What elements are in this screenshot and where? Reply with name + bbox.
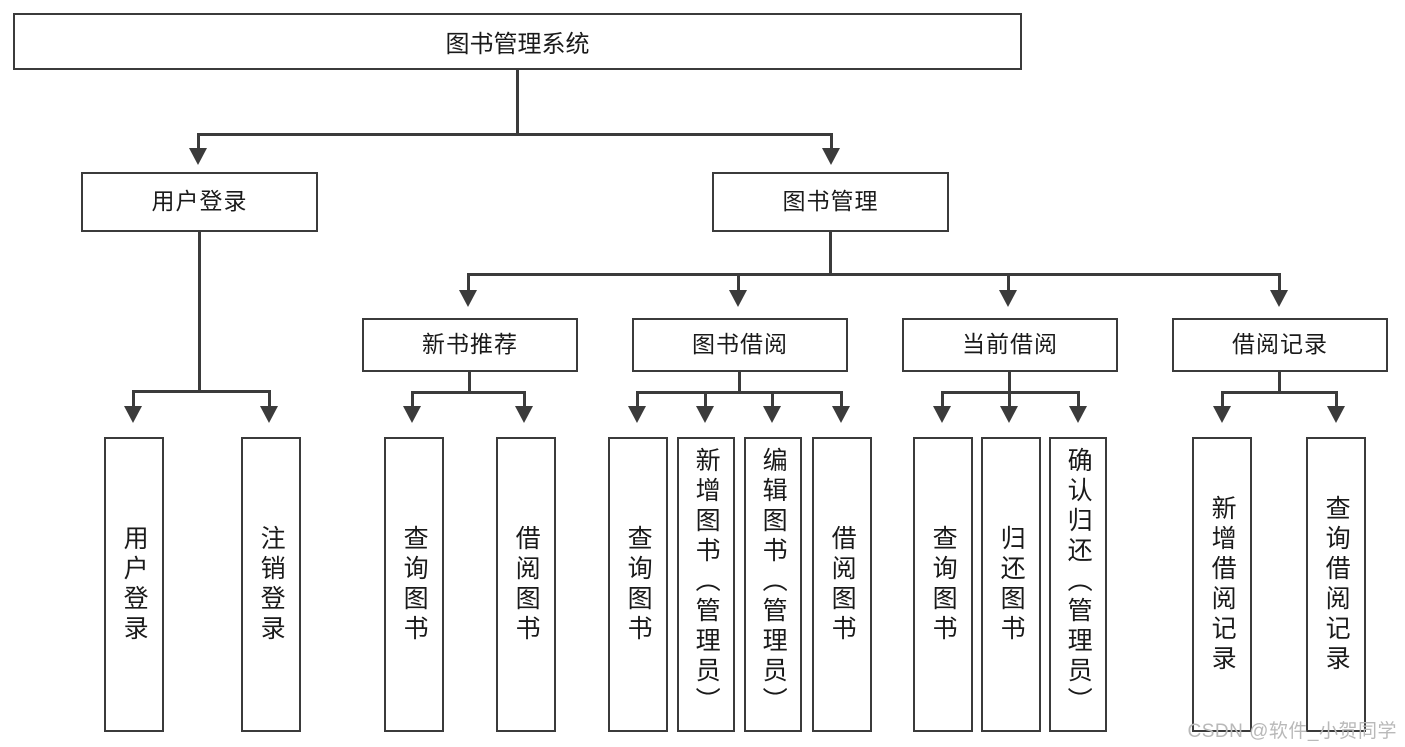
leaf-borrow-book-recommend[interactable]: 借阅图书: [496, 437, 556, 732]
leaf-borrow-book-recommend-label: 借阅图书: [512, 524, 541, 645]
arrow-bookmgmt-to-l2d: [1270, 290, 1288, 307]
leaf-logout-label: 注销登录: [257, 524, 286, 645]
connector-current-to-leaf3: [1077, 391, 1080, 408]
node-borrow-record[interactable]: 借阅记录: [1172, 318, 1388, 372]
node-current-borrow-label: 当前借阅: [962, 331, 1058, 358]
leaf-user-login[interactable]: 用户登录: [104, 437, 164, 732]
connector-login-stem: [198, 232, 201, 393]
leaf-edit-book-admin-label: 编辑图书（管理员）: [759, 447, 788, 717]
connector-borrow-to-leaf2: [704, 391, 707, 408]
connector-login-to-leaf1: [132, 390, 135, 408]
arrow-login-to-leaf2: [260, 406, 278, 423]
leaf-query-book-recommend-label: 查询图书: [400, 524, 429, 645]
connector-bookmgmt-to-l2d: [1278, 273, 1281, 291]
connector-bookmgmt-to-l2b: [737, 273, 740, 291]
leaf-return-book-label: 归还图书: [997, 524, 1026, 645]
arrow-root-to-login: [189, 148, 207, 165]
leaf-query-book-borrow[interactable]: 查询图书: [608, 437, 668, 732]
node-book-borrow-label: 图书借阅: [692, 331, 788, 358]
node-user-login-label: 用户登录: [151, 188, 248, 215]
leaf-query-borrow-record[interactable]: 查询借阅记录: [1306, 437, 1366, 732]
leaf-query-book-current[interactable]: 查询图书: [913, 437, 973, 732]
leaf-edit-book-admin[interactable]: 编辑图书（管理员）: [744, 437, 802, 732]
node-root-system[interactable]: 图书管理系统: [13, 13, 1022, 70]
connector-record-stem: [1278, 372, 1281, 394]
node-book-management[interactable]: 图书管理: [712, 172, 949, 232]
connector-login-bus: [132, 390, 270, 393]
connector-recommend-to-leaf2: [523, 391, 526, 408]
connector-root-to-bookmgmt: [830, 133, 833, 150]
connector-borrow-stem: [738, 372, 741, 394]
arrow-current-to-leaf3: [1069, 406, 1087, 423]
leaf-query-borrow-record-label: 查询借阅记录: [1322, 494, 1351, 675]
arrow-borrow-to-leaf3: [763, 406, 781, 423]
connector-current-to-leaf2: [1008, 391, 1011, 408]
connector-current-to-leaf1: [941, 391, 944, 408]
connector-borrow-to-leaf3: [771, 391, 774, 408]
connector-recommend-bus: [411, 391, 526, 394]
arrow-bookmgmt-to-l2a: [459, 290, 477, 307]
arrow-borrow-to-leaf4: [832, 406, 850, 423]
arrow-borrow-to-leaf1: [628, 406, 646, 423]
leaf-query-book-borrow-label: 查询图书: [624, 524, 653, 645]
node-new-book-recommend-label: 新书推荐: [422, 331, 518, 358]
arrow-bookmgmt-to-l2c: [999, 290, 1017, 307]
arrow-borrow-to-leaf2: [696, 406, 714, 423]
leaf-user-login-label: 用户登录: [120, 524, 149, 645]
connector-root-stem: [516, 70, 519, 134]
leaf-confirm-return-admin[interactable]: 确认归还（管理员）: [1049, 437, 1107, 732]
connector-current-stem: [1008, 372, 1011, 394]
watermark-text: CSDN @软件_小贺同学: [1187, 721, 1397, 742]
arrow-root-to-bookmgmt: [822, 148, 840, 165]
leaf-logout[interactable]: 注销登录: [241, 437, 301, 732]
leaf-query-book-recommend[interactable]: 查询图书: [384, 437, 444, 732]
connector-recommend-to-leaf1: [411, 391, 414, 408]
node-new-book-recommend[interactable]: 新书推荐: [362, 318, 578, 372]
node-current-borrow[interactable]: 当前借阅: [902, 318, 1118, 372]
node-book-borrow[interactable]: 图书借阅: [632, 318, 848, 372]
connector-bookmgmt-to-l2a: [467, 273, 470, 291]
arrow-record-to-leaf1: [1213, 406, 1231, 423]
connector-record-to-leaf2: [1335, 391, 1338, 408]
connector-root-bus: [197, 133, 833, 136]
arrow-recommend-to-leaf2: [515, 406, 533, 423]
leaf-add-book-admin[interactable]: 新增图书（管理员）: [677, 437, 735, 732]
connector-bookmgmt-to-l2c: [1007, 273, 1010, 291]
arrow-record-to-leaf2: [1327, 406, 1345, 423]
node-user-login[interactable]: 用户登录: [81, 172, 318, 232]
connector-root-to-login: [197, 133, 200, 150]
leaf-add-book-admin-label: 新增图书（管理员）: [692, 447, 721, 717]
node-root-label: 图书管理系统: [445, 31, 590, 58]
connector-record-bus: [1221, 391, 1338, 394]
connector-login-to-leaf2: [268, 390, 271, 408]
leaf-add-borrow-record[interactable]: 新增借阅记录: [1192, 437, 1252, 732]
connector-record-to-leaf1: [1221, 391, 1224, 408]
leaf-add-borrow-record-label: 新增借阅记录: [1208, 494, 1237, 675]
leaf-borrow-book-label: 借阅图书: [828, 524, 857, 645]
leaf-query-book-current-label: 查询图书: [929, 524, 958, 645]
arrow-recommend-to-leaf1: [403, 406, 421, 423]
connector-bookmgmt-stem: [829, 232, 832, 276]
arrow-current-to-leaf1: [933, 406, 951, 423]
connector-recommend-stem: [468, 372, 471, 394]
arrow-login-to-leaf1: [124, 406, 142, 423]
node-book-management-label: 图书管理: [782, 188, 879, 215]
leaf-return-book[interactable]: 归还图书: [981, 437, 1041, 732]
connector-borrow-bus: [636, 391, 843, 394]
leaf-borrow-book[interactable]: 借阅图书: [812, 437, 872, 732]
connector-borrow-to-leaf4: [840, 391, 843, 408]
connector-bookmgmt-bus: [467, 273, 1281, 276]
node-borrow-record-label: 借阅记录: [1232, 331, 1328, 358]
arrow-bookmgmt-to-l2b: [729, 290, 747, 307]
leaf-confirm-return-admin-label: 确认归还（管理员）: [1064, 447, 1093, 717]
connector-borrow-to-leaf1: [636, 391, 639, 408]
arrow-current-to-leaf2: [1000, 406, 1018, 423]
